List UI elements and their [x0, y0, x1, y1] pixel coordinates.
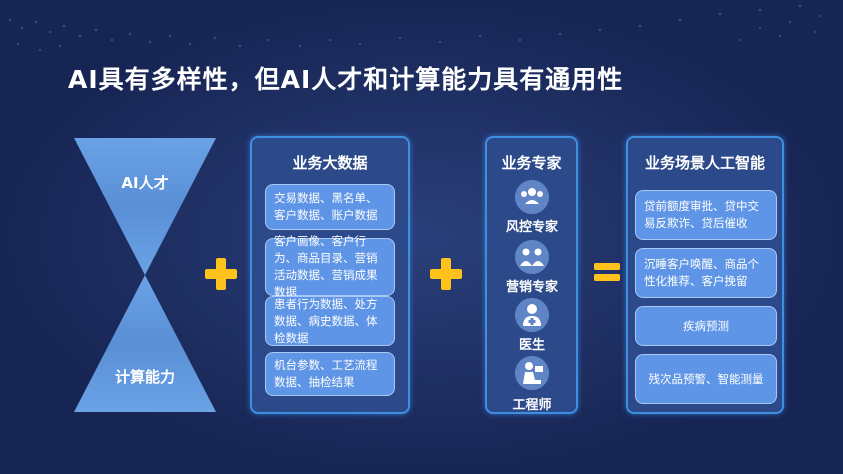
experts-title: 业务专家: [501, 154, 562, 172]
plus-sign-2: [430, 258, 462, 290]
computing-power-label: 计算能力: [114, 368, 175, 386]
expert-marketing-label: 营销专家: [505, 280, 558, 295]
expert-doctor-label: 医生: [518, 338, 545, 353]
ai-scene-item-3: 疾病预测: [635, 306, 777, 346]
big-data-panel: 业务大数据 交易数据、黑名单、客户数据、账户数据 客户画像、客户行为、商品目录、…: [250, 136, 410, 414]
plus-sign-1: [205, 258, 237, 290]
ai-scenes-title: 业务场景人工智能: [644, 154, 765, 172]
doctor-icon: [515, 298, 549, 332]
hourglass-shape: [74, 138, 216, 412]
page-title: AI具有多样性，但AI人才和计算能力具有通用性: [68, 65, 624, 94]
equals-sign: [594, 263, 620, 281]
ai-scenes-panel: 业务场景人工智能 贷前额度审批、贷中交易反欺诈、贷后催收 沉睡客户唤醒、商品个性…: [626, 136, 784, 414]
big-data-item-4: 机台参数、工艺流程数据、抽检结果: [265, 352, 395, 396]
ai-scene-item-1: 贷前额度审批、贷中交易反欺诈、贷后催收: [635, 190, 777, 240]
experts-panel: 业务专家 风控专家 营销专家 医生 工程师: [485, 136, 578, 414]
big-data-item-3: 患者行为数据、处方数据、病史数据、体检数据: [265, 296, 395, 346]
ai-talent-label: AI人才: [121, 174, 169, 192]
big-data-item-1: 交易数据、黑名单、客户数据、账户数据: [265, 184, 395, 230]
big-data-item-2: 客户画像、客户行为、商品目录、营销活动数据、营销成果数据: [265, 234, 395, 299]
ai-scene-item-2: 沉睡客户唤醒、商品个性化推荐、客户挽留: [635, 248, 777, 298]
group-people-icon: [515, 180, 549, 214]
team-people-icon: [515, 240, 549, 274]
engineer-icon: [515, 356, 549, 390]
expert-engineer-label: 工程师: [512, 398, 552, 413]
expert-risk-label: 风控专家: [505, 220, 558, 235]
big-data-title: 业务大数据: [292, 154, 368, 172]
ai-scene-item-4: 残次品预警、智能测量: [635, 354, 777, 404]
